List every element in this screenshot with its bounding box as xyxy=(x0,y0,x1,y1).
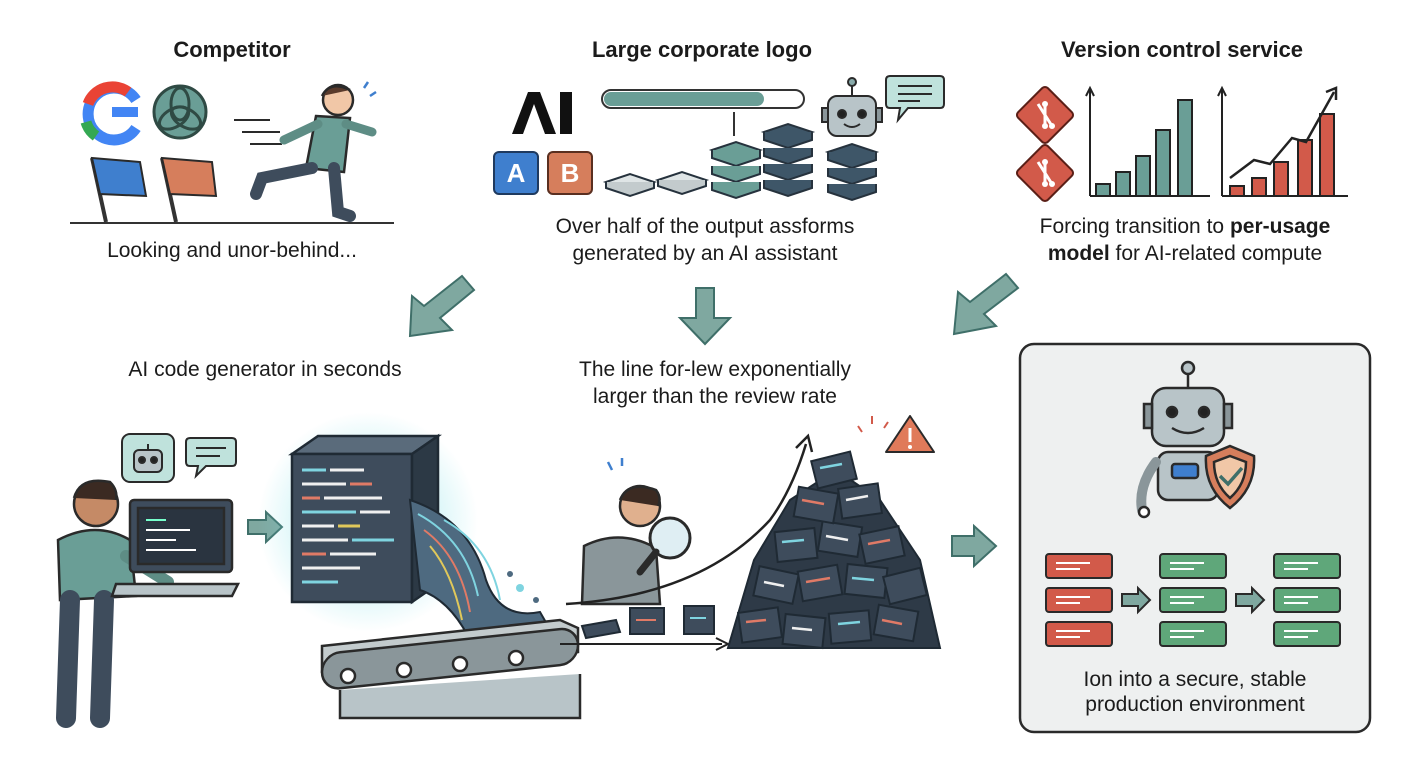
code-waterfall xyxy=(408,498,558,641)
forcing-post: for AI-related compute xyxy=(1109,242,1323,265)
secure-caption-line2: production environment xyxy=(1085,693,1305,716)
reviewer-person-icon xyxy=(580,458,662,606)
a-logo-tile xyxy=(493,151,539,195)
blue-flag-icon xyxy=(90,156,148,223)
competitor-caption: Looking and unor-behind... xyxy=(107,239,357,262)
small-arrow-to-panel xyxy=(951,523,998,569)
generator-caption: AI code generator in seconds xyxy=(128,358,402,381)
bar-chart-icon xyxy=(1085,85,1210,197)
version-control-heading: Version control service xyxy=(1060,37,1304,62)
ai-logo-mark xyxy=(512,92,572,134)
forcing-bold-model: model xyxy=(1047,242,1110,265)
a-logo-label: A xyxy=(506,158,526,188)
robot-icon xyxy=(821,77,883,137)
progress-bar xyxy=(601,89,805,136)
openai-knot-icon xyxy=(152,84,208,140)
running-person-icon xyxy=(234,81,377,222)
secure-caption-line1: Ion into a secure, stable xyxy=(1083,668,1307,691)
line-caption-line1: The line for-lew exponentially xyxy=(579,358,851,381)
orange-flag-icon xyxy=(160,156,218,223)
git-icon xyxy=(1015,143,1075,203)
b-logo-tile xyxy=(547,151,593,195)
flow-arrow-left xyxy=(408,274,476,338)
flow-arrow-center xyxy=(677,287,733,346)
robot-icon xyxy=(121,433,175,483)
forcing-pre: Forcing transition to xyxy=(1039,215,1230,238)
output-caption-line2: generated by an AI assistant xyxy=(572,242,838,265)
warning-icon xyxy=(857,415,935,453)
forcing-caption-line2: model for AI-related compute xyxy=(1000,241,1370,267)
code-card-pile xyxy=(726,450,942,650)
chat-bubble-icon xyxy=(885,75,945,124)
line-caption-line2: larger than the review rate xyxy=(593,385,837,408)
conveyor-belt-icon xyxy=(320,618,582,720)
git-icon xyxy=(1015,85,1075,145)
flow-arrow-right xyxy=(952,272,1020,336)
ai-logo-label: AI xyxy=(506,94,576,120)
magnifier-icon xyxy=(636,516,692,576)
trend-chart-icon xyxy=(1217,85,1348,197)
forcing-bold-per-usage: per-usage xyxy=(1229,215,1331,238)
b-logo-label: B xyxy=(560,158,580,188)
google-g-icon xyxy=(80,81,141,146)
exponential-curve xyxy=(565,443,808,606)
forcing-caption-line1: Forcing transition to per-usage xyxy=(1000,214,1370,240)
pipeline-blocks xyxy=(1045,553,1341,647)
corporate-logo-heading: Large corporate logo xyxy=(591,37,813,62)
code-cards-on-belt xyxy=(580,605,715,640)
competitor-heading: Competitor xyxy=(173,37,291,62)
shield-check-icon xyxy=(1204,444,1256,510)
server-stack-growth xyxy=(602,122,880,202)
chat-bubble-icon xyxy=(185,437,237,480)
output-caption-line1: Over half of the output assforms xyxy=(555,215,855,238)
laptop-icon xyxy=(110,498,241,598)
robot-icon xyxy=(1136,360,1234,519)
